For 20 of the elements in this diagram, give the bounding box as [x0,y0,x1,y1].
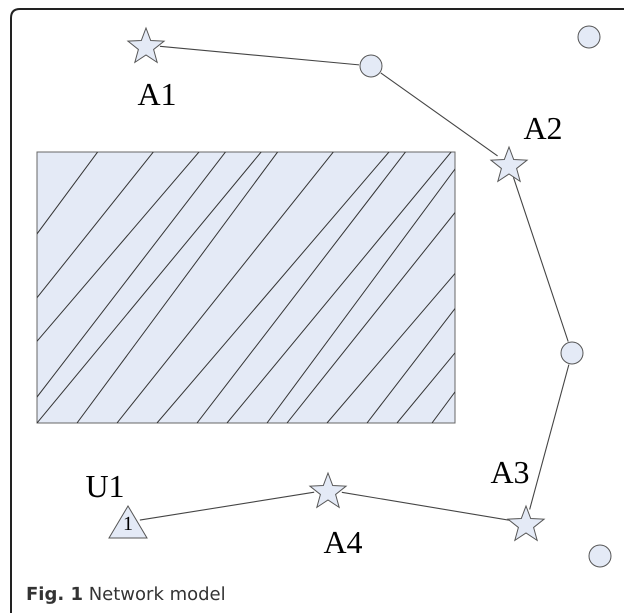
node-label: A4 [323,526,363,558]
star-node [126,25,166,65]
connector-line [512,177,569,342]
node-label: A3 [490,456,530,488]
node-label: A2 [523,112,563,144]
figure-caption: Fig. 1 Network model [26,584,226,605]
node-label: A1 [137,78,177,110]
node-number: 1 [122,514,134,534]
circle-node [577,25,601,49]
connector-line [529,364,570,510]
circle-node [560,341,584,365]
node-label: U1 [85,470,125,502]
star-node [489,144,529,184]
circle-node [359,54,383,78]
connector-line [380,72,498,156]
connector-line [140,492,314,521]
star-node [506,503,546,543]
star-node [308,470,348,510]
circle-node [588,544,612,568]
connector-line [160,46,360,66]
